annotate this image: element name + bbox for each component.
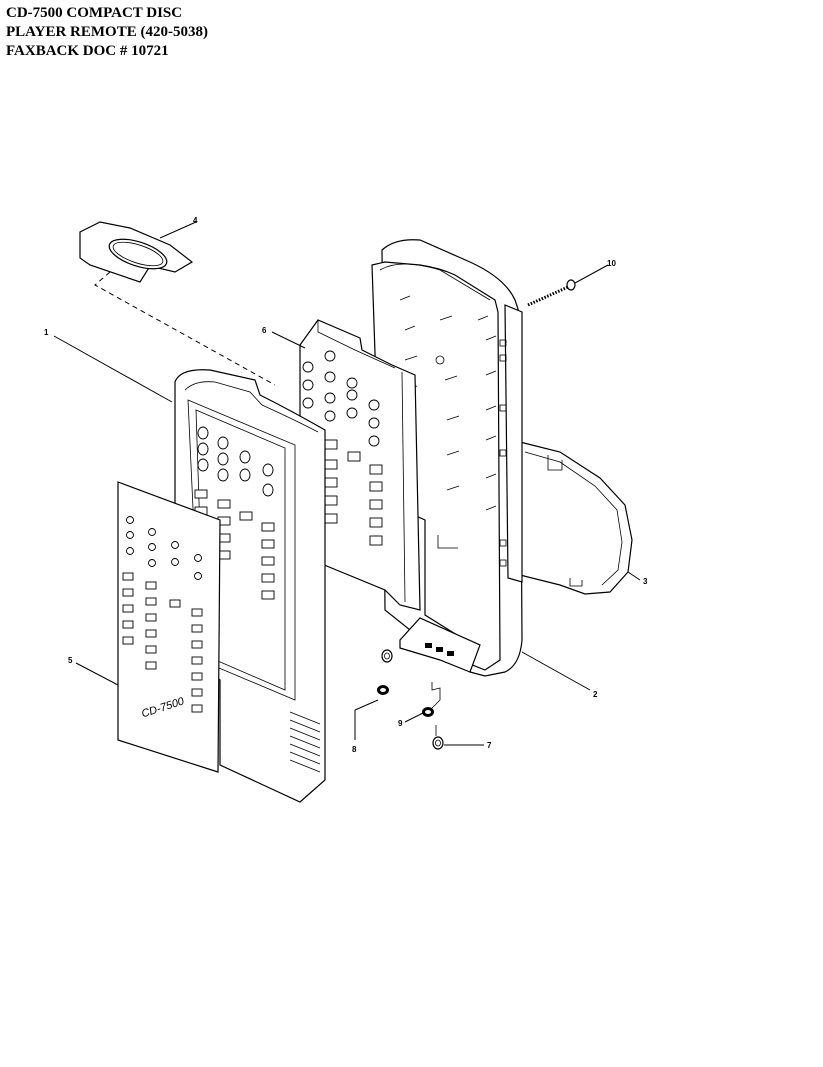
title-line-3: FAXBACK DOC # 10721 — [6, 43, 169, 59]
callout-4: 4 — [193, 216, 198, 225]
document-title: CD-7500 COMPACT DISC PLAYER REMOTE (420-… — [6, 4, 208, 61]
leader-lines — [53, 221, 641, 746]
battery-door-part — [519, 441, 633, 595]
title-line-1: CD-7500 COMPACT DISC — [6, 5, 183, 21]
front-case-part — [174, 369, 326, 803]
front-overlay-label-part: CD-7500 — [117, 481, 221, 773]
circuit-board-part — [299, 319, 421, 611]
callout-8: 8 — [352, 745, 357, 754]
callout-7: 7 — [487, 741, 492, 750]
callout-3: 3 — [643, 577, 648, 586]
callout-10: 10 — [607, 259, 616, 268]
screw-part — [527, 279, 576, 307]
callout-5: 5 — [68, 656, 73, 665]
spring-contacts-parts — [377, 649, 444, 750]
callout-2: 2 — [593, 690, 598, 699]
callout-1: 1 — [44, 328, 49, 337]
ir-window-part — [79, 221, 276, 386]
title-line-2: PLAYER REMOTE (420-5038) — [6, 24, 208, 40]
callout-9: 9 — [398, 719, 403, 728]
callout-6: 6 — [262, 326, 267, 335]
callout-numbers: 1 2 3 4 5 6 7 8 9 10 — [44, 216, 648, 754]
